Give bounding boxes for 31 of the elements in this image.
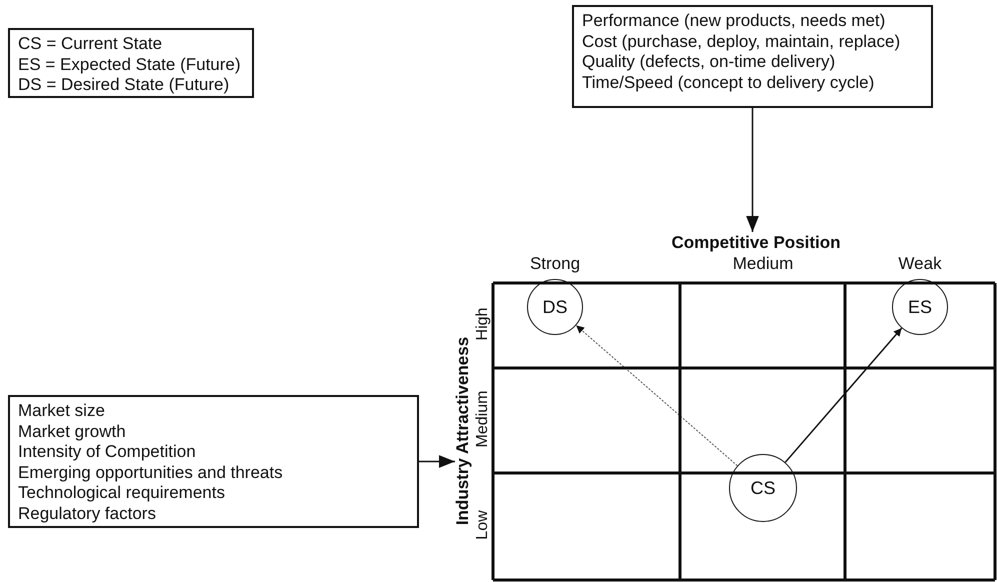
list-item: DS = Desired State (Future) [18,75,230,96]
state-circle: ES [892,279,948,335]
list-item: Intensity of Competition [18,442,197,462]
list-item: Time/Speed (concept to delivery cycle) [582,72,876,93]
list-item: Performance (new products, needs met) [582,11,886,32]
arrow [784,328,902,463]
axis-label: Low [474,509,492,542]
list-item: CS = Current State [18,34,164,54]
axis-label: Strong [528,254,582,274]
axis-label: High [474,306,492,342]
text-box [8,395,419,528]
text-box [8,28,254,98]
axis-label: Medium [474,390,492,450]
list-item: Technological requirements [18,483,226,504]
arrow [419,455,455,468]
arrow [746,108,759,232]
list-item: ES = Expected State (Future) [18,54,242,75]
state-circle: DS [527,279,583,335]
axis-label: Weak [897,254,943,274]
text-box [572,5,933,108]
list-item: Regulatory factors [18,504,157,524]
state-circle: CS [729,454,797,522]
arrow [576,324,738,466]
list-item: Emerging opportunities and threats [18,462,284,483]
axis-title: Competitive Position [670,233,842,253]
axis-title: Industry Attractiveness [454,336,472,528]
list-item: Quality (defects, on-time delivery) [582,52,836,72]
list-item: Cost (purchase, deploy, maintain, replace) [582,32,902,52]
axis-label: Medium [732,254,794,274]
list-item: Market size [18,401,106,422]
list-item: Market growth [18,422,127,442]
